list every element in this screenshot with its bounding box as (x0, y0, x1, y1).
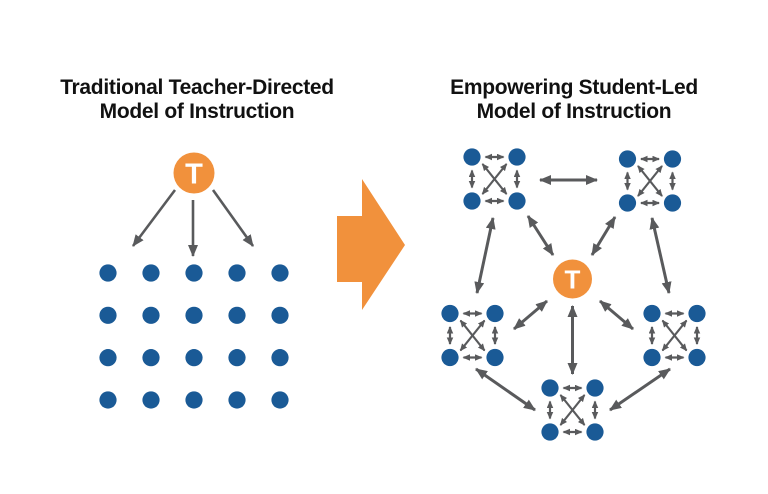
student-dot (185, 391, 203, 409)
student-dot (185, 264, 203, 282)
student-dot (99, 264, 117, 282)
two-way-arrow-mid-right--teacher (599, 299, 634, 331)
student-dot (185, 349, 203, 367)
teacher-label: T (565, 264, 581, 294)
two-way-arrow-top-right--teacher (590, 216, 617, 256)
two-way-arrow-top-left--teacher (526, 215, 555, 256)
right-panel-title: Empowering Student-Led Model of Instruct… (381, 76, 767, 124)
student-dot (228, 391, 246, 409)
student-dot (463, 192, 481, 210)
left-panel-title-line1: Traditional Teacher-Directed (60, 76, 334, 99)
student-dot (663, 194, 682, 212)
student-dot (271, 264, 289, 282)
group-internal-arrow (559, 394, 586, 426)
student-dot (486, 304, 504, 323)
student-dot (441, 304, 459, 323)
student-dot (618, 194, 637, 212)
student-dot (99, 306, 117, 324)
student-dot (142, 264, 160, 282)
student-dot (643, 304, 661, 323)
two-way-arrow-top-right--mid-right (649, 217, 672, 294)
student-dot (508, 192, 526, 210)
student-dot (441, 348, 459, 367)
transition-arrow-icon (337, 179, 405, 310)
teacher-to-students-arrow (131, 189, 177, 247)
student-dot (586, 379, 604, 397)
student-dot (463, 148, 481, 166)
student-dot (688, 304, 706, 323)
two-way-arrow-top-left--mid-left (474, 217, 496, 294)
two-way-arrow-mid-right--bottom (609, 367, 671, 412)
right-panel-title-line2: Model of Instruction (476, 100, 672, 123)
left-panel-title: Traditional Teacher-Directed Model of In… (4, 76, 390, 124)
teacher-label: T (185, 158, 203, 190)
student-dot (142, 349, 160, 367)
student-dot (541, 379, 559, 397)
student-dot (142, 391, 160, 409)
student-dot (271, 306, 289, 324)
student-dot (688, 348, 706, 367)
student-dot (271, 391, 289, 409)
right-panel-title-line1: Empowering Student-Led (450, 76, 698, 99)
teacher-to-students-arrow (211, 189, 255, 247)
student-dot (486, 348, 504, 367)
student-dot (643, 348, 661, 367)
student-dot (228, 264, 246, 282)
teacher-node (553, 259, 592, 299)
student-dot (586, 423, 604, 441)
student-dot (618, 150, 637, 168)
two-way-arrow-mid-left--bottom (475, 367, 536, 412)
group-internal-arrow (459, 319, 486, 352)
student-dot (541, 423, 559, 441)
group-internal-arrow (481, 163, 508, 195)
student-dot (663, 150, 682, 168)
student-dot (185, 306, 203, 324)
student-dot (508, 148, 526, 166)
group-internal-arrow (661, 319, 688, 352)
teacher-node (173, 152, 215, 194)
student-dot (228, 349, 246, 367)
two-way-arrow-mid-left--teacher (513, 299, 548, 331)
left-panel-title-line2: Model of Instruction (99, 100, 295, 123)
student-dot (228, 306, 246, 324)
student-dot (271, 349, 289, 367)
student-dot (99, 391, 117, 409)
group-internal-arrow (637, 165, 663, 197)
student-dot (99, 349, 117, 367)
student-dot (142, 306, 160, 324)
